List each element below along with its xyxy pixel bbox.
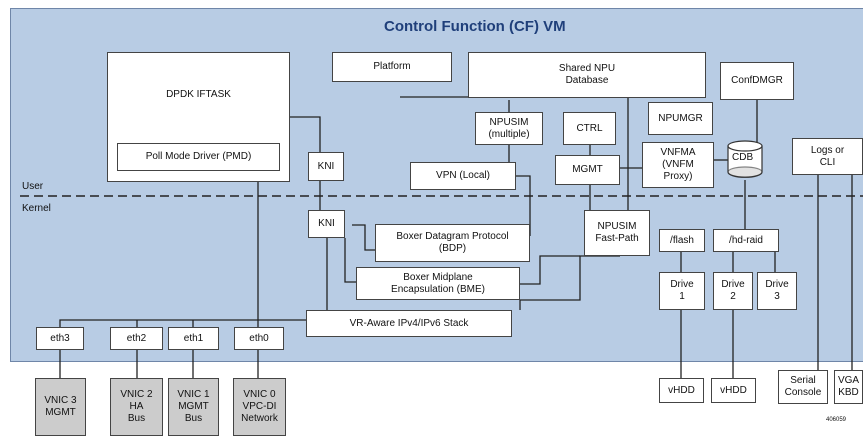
kni-bme-link [344, 238, 356, 283]
dpdk-kni-link [290, 116, 321, 152]
npusim-fast-stack-link [519, 255, 620, 310]
serial-console-box: Serial Console [778, 370, 828, 404]
bme-npusim-fast-link [520, 255, 580, 285]
eth1-box: eth1 [168, 327, 219, 350]
vhdd1-box: vHDD [659, 378, 704, 403]
vhdd2-box: vHDD [711, 378, 756, 403]
kni-user-box: KNI [308, 152, 344, 181]
vm-title: Control Function (CF) VM [384, 18, 566, 35]
vpn-bdp-link [516, 175, 531, 236]
drive1-box: Drive 1 [659, 272, 705, 310]
vnic0-box: VNIC 0 VPC-DI Network [233, 378, 286, 436]
bdp-box: Boxer Datagram Protocol (BDP) [375, 224, 530, 262]
flash-box: /flash [659, 229, 705, 252]
npusim-fastpath-box: NPUSIM Fast-Path [584, 210, 650, 256]
vga-kbd-box: VGA KBD [834, 370, 863, 404]
npumgr-box: NPUMGR [648, 102, 713, 135]
kni-bdp-link [352, 224, 375, 251]
vnic2-box: VNIC 2 HA Bus [110, 378, 163, 436]
drive3-box: Drive 3 [757, 272, 797, 310]
kni-kernel-box: KNI [308, 210, 345, 238]
user-label: User [22, 181, 44, 192]
vnfma-box: VNFMA (VNFM Proxy) [642, 142, 714, 188]
eth0-box: eth0 [234, 327, 284, 350]
eth2-box: eth2 [110, 327, 163, 350]
ctrl-box: CTRL [563, 112, 616, 145]
dpdk-iftask-label: DPDK IFTASK [166, 89, 231, 100]
bme-box: Boxer Midplane Encapsulation (BME) [356, 267, 520, 300]
eth3-box: eth3 [36, 327, 84, 350]
cdb-label: CDB [732, 152, 754, 163]
mgmt-box: MGMT [555, 155, 620, 185]
vpn-local-box: VPN (Local) [410, 162, 516, 190]
ip-stack-box: VR-Aware IPv4/IPv6 Stack [306, 310, 512, 337]
hdraid-drives-link [732, 252, 776, 272]
cdb-cylinder [727, 140, 763, 178]
confdmgr-box: ConfDMGR [720, 62, 794, 100]
kernel-label: Kernel [22, 203, 51, 214]
drive2-box: Drive 2 [713, 272, 753, 310]
hdraid-box: /hd-raid [713, 229, 779, 252]
pmd-box: Poll Mode Driver (PMD) [117, 143, 280, 171]
npusim-multiple-box: NPUSIM (multiple) [475, 112, 543, 145]
logs-cli-box: Logs or CLI [792, 138, 863, 175]
figure-id: 406059 [826, 417, 847, 423]
vnic1-box: VNIC 1 MGMT Bus [168, 378, 219, 436]
platform-box: Platform [332, 52, 452, 82]
vnic3-box: VNIC 3 MGMT [35, 378, 86, 436]
shared-npu-db-box: Shared NPU Database [468, 52, 706, 98]
